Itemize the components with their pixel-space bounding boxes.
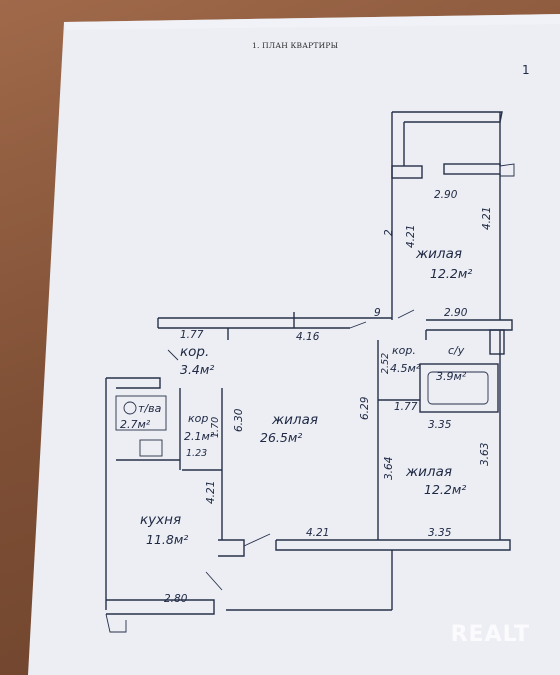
dim-top-wall-mark: 2 [383,229,395,236]
living-name: жилая [271,412,318,428]
plan-walls [105,111,515,633]
wc-name: с/у [448,344,465,357]
page-mark: 1 [522,63,530,77]
corridor-left-area: 3.4м² [180,362,214,377]
corridor-small-area: 2.1м² [184,430,215,443]
dim-kitchen-height: 4.21 [205,481,217,504]
corridor-left-name: кор. [180,344,209,360]
watermark-logo: REALT [450,622,530,647]
dim-span-416: 4.16 [296,331,320,343]
dim-small-170: 1.70 [210,417,221,438]
dim-top-left-height: 4.21 [405,225,417,248]
dim-width-335-mid: 3.35 [428,419,452,431]
dim-height-363: 3.63 [479,443,491,466]
dim-small-123: 1.23 [186,448,207,459]
bedroom-top-area: 12.2м² [430,266,472,281]
room-labels: жилая 12.2м² кор. 3.4м² т/ва 2.7м² кор 2… [120,246,472,547]
bedroom-right-area: 12.2м² [424,482,466,497]
dim-mid-252: 2.52 [380,353,391,374]
dim-bottom-335: 3.35 [428,527,452,539]
dim-mid-width: 2.90 [444,307,468,319]
paper [28,14,560,675]
dim-height-629: 6.29 [359,396,371,420]
bath-name: т/ва [138,402,162,415]
living-area: 26.5м² [260,430,302,445]
kitchen-area: 11.8м² [146,532,188,547]
bedroom-top-name: жилая [415,246,462,262]
dim-door-mark-9: 9 [374,307,381,319]
corridor-right-area: 4.5м² [390,362,421,375]
plan-title: 1. ПЛАН КВАРТИРЫ [252,41,338,50]
dimension-labels: 2.90 4.21 4.21 2 2.90 1.77 4.16 9 2.52 6… [164,189,493,605]
bedroom-right-name: жилая [405,464,452,480]
kitchen-name: кухня [140,512,181,528]
dim-bottom-421: 4.21 [306,527,329,539]
wc-area: 3.9м² [436,370,467,383]
dim-corr-177-mid: 1.77 [394,401,418,413]
dim-height-630: 6.30 [233,408,245,432]
dim-bottom-280: 2.80 [164,593,188,605]
dim-height-364: 3.64 [383,457,395,480]
dim-top-right-height: 4.21 [481,207,493,230]
bath-area: 2.7м² [120,418,151,431]
dim-corr-177-top: 1.77 [180,329,204,341]
corridor-small-name: кор [188,412,208,425]
corridor-right-name: кор. [392,344,416,357]
dim-top-width: 2.90 [434,189,458,201]
